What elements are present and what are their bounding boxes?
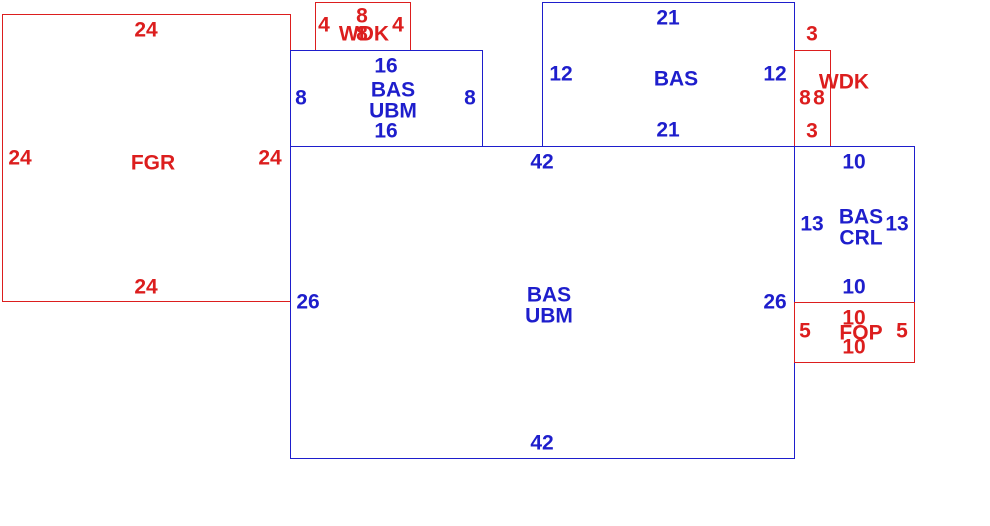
fop-area: [794, 302, 915, 363]
fop-top-dimension: 10: [842, 306, 866, 330]
bas-ubm-small-bottom-dimension: 16: [374, 119, 398, 143]
fgr-bottom-dimension: 24: [134, 275, 158, 299]
wdk-right-right-dimension: 8: [813, 86, 825, 110]
wdk-bottom-dimension: 8: [356, 22, 368, 46]
bas-ubm-main-left-dimension: 26: [296, 290, 320, 314]
wdk-right-dimension: 4: [392, 13, 404, 37]
wdk-top-dimension: 8: [356, 4, 368, 28]
wdk-top-area-label: WDK: [338, 22, 390, 46]
fgr-top-dimension: 24: [134, 18, 158, 42]
bas-ubm-small-right-dimension: 8: [464, 86, 476, 110]
bas-crl-top-dimension: 10: [842, 150, 866, 174]
bas-crl-left-dimension: 13: [800, 212, 824, 236]
bas-crl-area-label: BAS CRL: [839, 207, 883, 248]
fop-area-label: FOP: [839, 321, 883, 345]
fgr-area-label: FGR: [130, 151, 176, 175]
bas-ubm-small-area-label: BAS UBM: [369, 80, 417, 121]
fop-left-dimension: 5: [799, 319, 811, 343]
bas-ubm-small-name-line-2: UBM: [369, 99, 417, 122]
wdk-right-left-dimension: 8: [799, 86, 811, 110]
bas-top-area-label: BAS: [653, 67, 699, 91]
bas-ubm-small-top-dimension: 16: [374, 54, 398, 78]
fgr-right-dimension: 24: [258, 146, 282, 170]
bas-crl-name-line-1: BAS: [838, 205, 884, 229]
bas-ubm-main-top-dimension: 42: [530, 150, 554, 174]
bas-ubm-small-name-line-1: BAS: [370, 78, 416, 102]
bas-ubm-main-bottom-dimension: 42: [530, 431, 554, 455]
bas-ubm-main-name-line-2: UBM: [525, 304, 573, 327]
bas-top-bottom-dimension: 21: [656, 118, 680, 142]
fgr-left-dimension: 24: [8, 146, 32, 170]
bas-ubm-small-left-dimension: 8: [295, 86, 307, 110]
bas-ubm-main-right-dimension: 26: [763, 290, 787, 314]
bas-ubm-main-name-line-1: BAS: [526, 283, 572, 307]
wdk-left-dimension: 4: [318, 13, 330, 37]
wdk-right-area-label: WDK: [818, 70, 870, 94]
bas-ubm-main-area-label: BAS UBM: [525, 285, 573, 326]
fop-right-dimension: 5: [896, 319, 908, 343]
wdk-right-bottom-dimension: 3: [806, 119, 818, 143]
bas-top-right-dimension: 12: [763, 62, 787, 86]
bas-crl-right-dimension: 13: [885, 212, 909, 236]
bas-crl-bottom-dimension: 10: [842, 275, 866, 299]
fop-bottom-dimension: 10: [842, 335, 866, 359]
bas-top-top-dimension: 21: [656, 6, 680, 30]
bas-crl-name-line-2: CRL: [839, 226, 883, 249]
bas-top-left-dimension: 12: [549, 62, 573, 86]
wdk-right-top-dimension: 3: [806, 22, 818, 46]
